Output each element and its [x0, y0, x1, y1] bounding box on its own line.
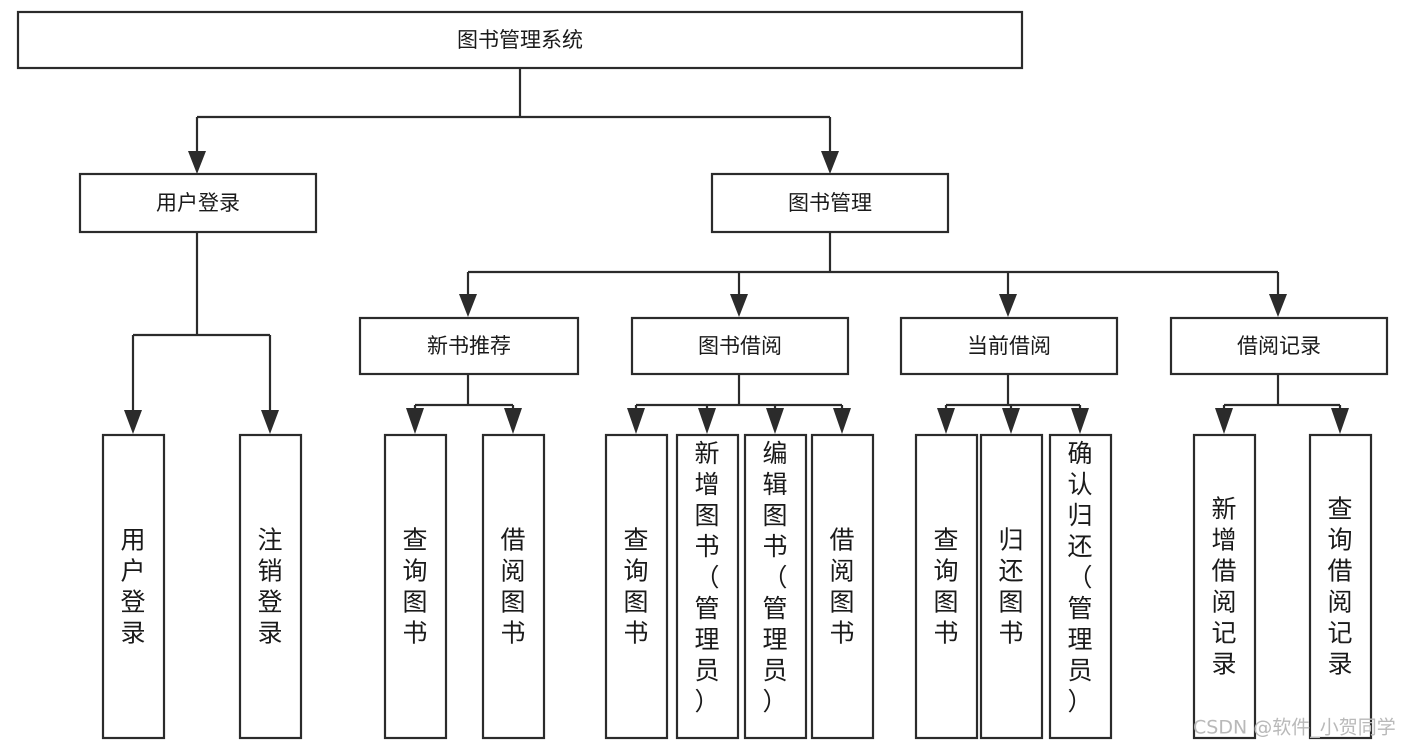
node-leaf-borrow-book-b[interactable]: 借阅图书	[810, 433, 875, 740]
connector-layer	[124, 68, 1349, 434]
node-current-borrow-box[interactable]	[899, 316, 1119, 376]
node-leaf-borrow-book-a-box[interactable]	[481, 433, 546, 740]
node-book-manage[interactable]: 图书管理	[710, 172, 950, 234]
node-leaf-logout[interactable]: 注销登录	[238, 433, 303, 740]
node-current-borrow-label: 当前借阅	[967, 334, 1051, 358]
node-leaf-borrow-book-b-label: 借阅图书	[829, 526, 854, 648]
node-leaf-query-book-c[interactable]: 查询图书	[914, 433, 979, 740]
node-leaf-query-book-c-box[interactable]	[914, 433, 979, 740]
arrow-head-leaf-borrow-book-b	[833, 408, 851, 434]
node-leaf-query-book-a-box[interactable]	[383, 433, 448, 740]
arrow-head-leaf-confirm-return	[1071, 408, 1089, 434]
node-new-book-rec[interactable]: 新书推荐	[358, 316, 580, 376]
node-leaf-logout-box[interactable]	[238, 433, 303, 740]
node-leaf-user-login-label: 用户登录	[120, 526, 145, 648]
node-leaf-borrow-book-a-label: 借阅图书	[500, 526, 525, 648]
arrow-head-leaf-borrow-book-a	[504, 408, 522, 434]
node-root[interactable]: 图书管理系统	[16, 10, 1024, 70]
node-book-borrow[interactable]: 图书借阅	[630, 316, 850, 376]
arrow-head-book-borrow	[730, 294, 748, 317]
arrow-head-book-manage	[821, 151, 839, 174]
node-leaf-edit-book-box[interactable]	[743, 433, 808, 740]
node-leaf-add-record-label: 新增借阅记录	[1211, 495, 1236, 679]
node-user-login-label: 用户登录	[156, 191, 240, 215]
node-leaf-borrow-book-b-box[interactable]	[810, 433, 875, 740]
node-current-borrow[interactable]: 当前借阅	[899, 316, 1119, 376]
node-leaf-return-book[interactable]: 归还图书	[979, 433, 1044, 740]
arrow-head-leaf-query-book-c	[937, 408, 955, 434]
node-leaf-query-record-label: 查询借阅记录	[1327, 495, 1352, 679]
arrow-head-leaf-add-book	[698, 408, 716, 434]
arrow-head-user-login	[188, 151, 206, 174]
node-root-label: 图书管理系统	[457, 28, 583, 52]
node-user-login-box[interactable]	[78, 172, 318, 234]
node-user-login[interactable]: 用户登录	[78, 172, 318, 234]
arrow-head-new-book-rec	[459, 294, 477, 317]
node-leaf-add-record-box[interactable]	[1192, 433, 1257, 740]
node-leaf-user-login-box[interactable]	[101, 433, 166, 740]
csdn-watermark: CSDN @软件_小贺同学	[1193, 717, 1396, 739]
node-book-borrow-label: 图书借阅	[698, 334, 782, 358]
node-leaf-user-login[interactable]: 用户登录	[101, 433, 166, 740]
node-leaf-confirm-return-box[interactable]	[1048, 433, 1113, 740]
node-leaf-query-book-b-label: 查询图书	[623, 526, 648, 648]
node-leaf-query-book-b-box[interactable]	[604, 433, 669, 740]
arrow-head-leaf-user-login	[124, 410, 142, 434]
node-leaf-borrow-book-a[interactable]: 借阅图书	[481, 433, 546, 740]
node-leaf-return-book-box[interactable]	[979, 433, 1044, 740]
node-book-borrow-box[interactable]	[630, 316, 850, 376]
node-borrow-record-label: 借阅记录	[1237, 334, 1321, 358]
node-book-manage-label: 图书管理	[788, 191, 872, 215]
node-leaf-add-book-label: 新增图书（管理员）	[694, 439, 719, 716]
arrow-head-current-borrow	[999, 294, 1017, 317]
arrow-head-borrow-record	[1269, 294, 1287, 317]
node-new-book-rec-label: 新书推荐	[427, 334, 511, 358]
node-leaf-add-book-box[interactable]	[675, 433, 740, 740]
node-leaf-add-record[interactable]: 新增借阅记录	[1192, 433, 1257, 740]
node-leaf-edit-book[interactable]: 编辑图书（管理员）	[743, 433, 808, 740]
node-borrow-record-box[interactable]	[1169, 316, 1389, 376]
node-leaf-query-book-b[interactable]: 查询图书	[604, 433, 669, 740]
node-leaf-add-book[interactable]: 新增图书（管理员）	[675, 433, 740, 740]
arrow-head-leaf-logout	[261, 410, 279, 434]
node-leaf-logout-label: 注销登录	[257, 526, 282, 648]
node-root-box[interactable]	[16, 10, 1024, 70]
node-leaf-query-record-box[interactable]	[1308, 433, 1373, 740]
arrow-head-leaf-query-record	[1331, 408, 1349, 434]
node-leaf-query-book-c-label: 查询图书	[933, 526, 958, 648]
node-book-manage-box[interactable]	[710, 172, 950, 234]
node-leaf-edit-book-label: 编辑图书（管理员）	[762, 439, 787, 716]
node-leaf-confirm-return-label: 确认归还（管理员）	[1067, 439, 1092, 716]
node-leaf-query-record[interactable]: 查询借阅记录	[1308, 433, 1373, 740]
node-leaf-confirm-return[interactable]: 确认归还（管理员）	[1048, 433, 1113, 740]
arrow-head-leaf-add-record	[1215, 408, 1233, 434]
node-new-book-rec-box[interactable]	[358, 316, 580, 376]
node-leaf-return-book-label: 归还图书	[998, 526, 1023, 648]
arrow-head-leaf-query-book-a	[406, 408, 424, 434]
node-leaf-query-book-a-label: 查询图书	[402, 526, 427, 648]
node-borrow-record[interactable]: 借阅记录	[1169, 316, 1389, 376]
arrow-head-leaf-query-book-b	[627, 408, 645, 434]
arrow-head-leaf-return-book	[1002, 408, 1020, 434]
node-leaf-query-book-a[interactable]: 查询图书	[383, 433, 448, 740]
arrow-head-leaf-edit-book	[766, 408, 784, 434]
